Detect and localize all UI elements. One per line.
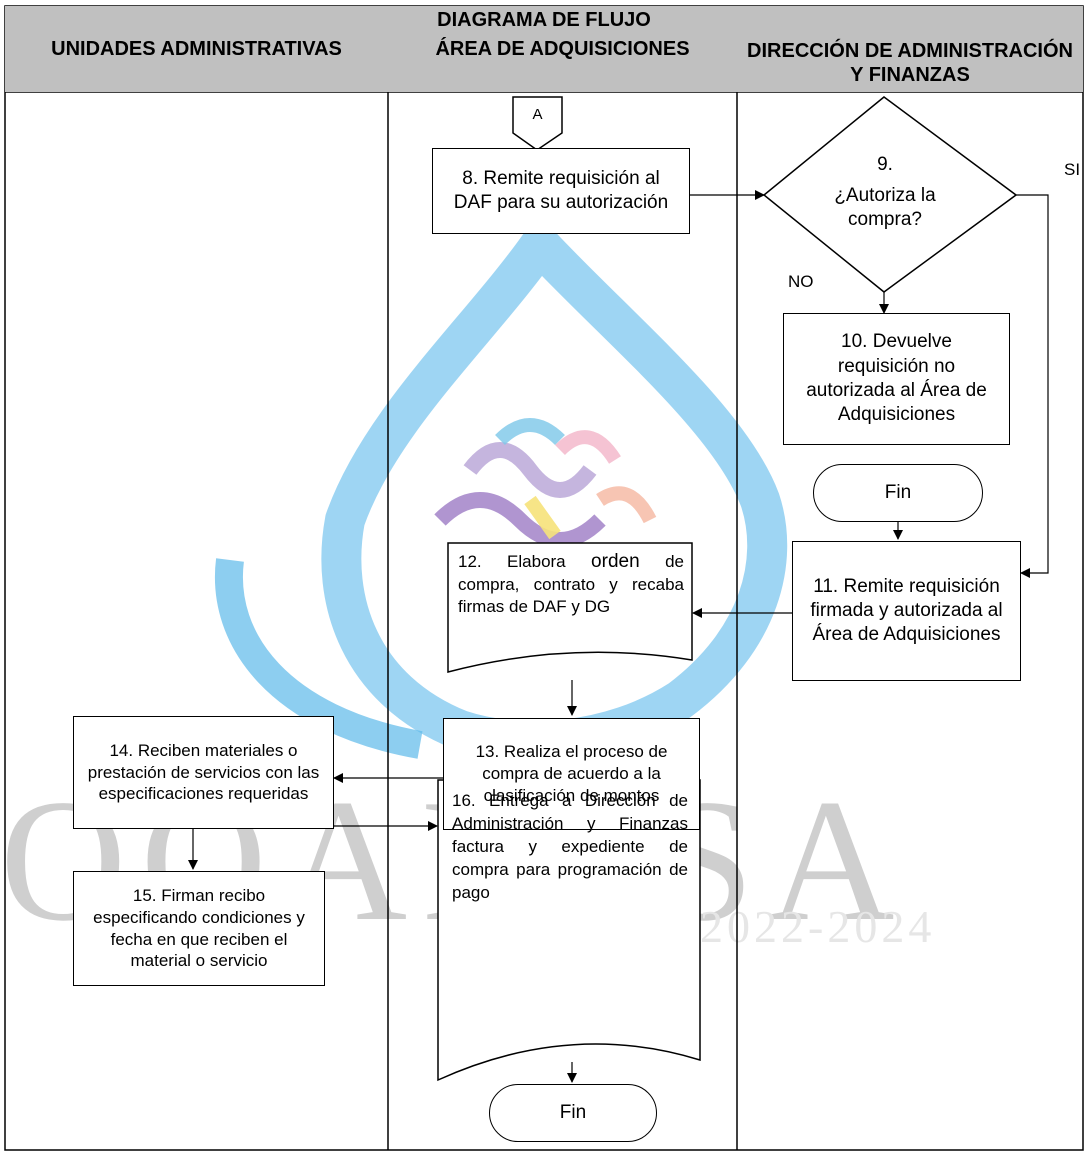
step-14-box: 14. Reciben materiales o prestación de s…	[73, 716, 334, 829]
no-label: NO	[788, 272, 814, 291]
step-8-box: 8. Remite requisición al DAF para su aut…	[432, 148, 690, 234]
step-12-text-a: 12. Elabora	[458, 552, 566, 571]
step-12-text-c: de compra, contrato y recaba firmas de D…	[458, 552, 684, 617]
diagram-title: DIAGRAMA DE FLUJO	[5, 6, 1083, 34]
arrow-9-to-11	[1016, 194, 1049, 578]
lane-header-unidades: UNIDADES ADMINISTRATIVAS	[5, 34, 388, 92]
connector-a-label: A	[532, 106, 543, 124]
step-10-box: 10. Devuelve requisición no autorizada a…	[783, 313, 1010, 445]
offpage-connector	[512, 96, 563, 151]
step-15-box: 15. Firman recibo especificando condicio…	[73, 871, 325, 986]
step-16-text: 16. Entrega a Dirección de Administració…	[452, 791, 688, 902]
step-13-box: 13. Realiza el proceso de compra de acue…	[443, 718, 700, 830]
step-9-number: 9.	[877, 153, 893, 175]
step-12-text-b: orden	[591, 551, 640, 572]
step-9-question: ¿Autoriza la compra?	[834, 184, 936, 230]
step-11-box: 11. Remite requisición firmada y autoriz…	[792, 541, 1021, 681]
step-12-text: 12. Elabora orden de compra, contrato y …	[458, 550, 684, 660]
document-shape-12	[447, 542, 693, 673]
yes-label: SI	[1064, 160, 1081, 179]
end-terminator-1: Fin	[813, 464, 983, 522]
lane-header-daf: DIRECCIÓN DE ADMINISTRACIÓN Y FINANZAS	[737, 34, 1083, 92]
lane-header-adquisiciones: ÁREA DE ADQUISICIONES	[388, 34, 737, 92]
document-shape-16	[437, 779, 701, 1082]
end-terminator-2: Fin	[489, 1084, 657, 1142]
